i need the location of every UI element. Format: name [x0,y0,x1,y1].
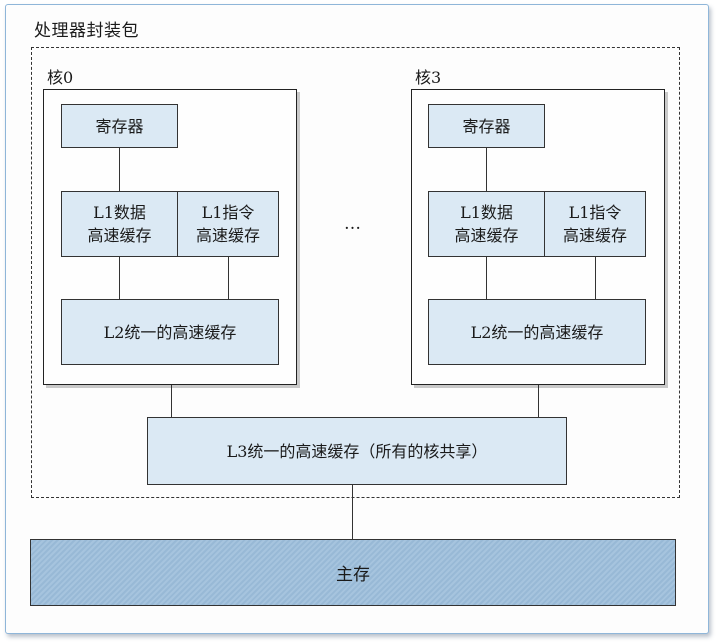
core-0-l3-link [171,385,172,417]
l3-memory-link [352,485,353,539]
core-0-l1d-l2-link [119,257,120,299]
package-title: 处理器封装包 [34,21,139,41]
l3-shared-cache: L3统一的高速缓存（所有的核共享） [147,417,567,485]
processor-package [31,47,680,498]
core-0-label: 核0 [47,68,74,87]
core-0-l2-cache: L2统一的高速缓存 [61,299,279,365]
core-3-l1-instr-cache: L1指令 高速缓存 [544,191,646,257]
core-3-registers: 寄存器 [428,104,545,148]
core-3-l3-link [538,385,539,417]
core-3-reg-l1d-link [486,148,487,191]
core-3-l2-cache: L2统一的高速缓存 [428,299,646,365]
main-memory: 主存 [30,539,676,606]
core-0-reg-l1d-link [119,148,120,191]
core-3-label: 核3 [415,68,442,87]
core-0-l1-instr-cache: L1指令 高速缓存 [177,191,279,257]
core-3-l1-data-cache: L1数据 高速缓存 [428,191,545,257]
core-0-l1i-l2-link [228,257,229,299]
core-3-l1i-l2-link [595,257,596,299]
core-0-l1-data-cache: L1数据 高速缓存 [61,191,178,257]
core-3-l1d-l2-link [486,257,487,299]
more-cores-ellipsis: … [344,214,363,234]
core-0-registers: 寄存器 [61,104,178,148]
